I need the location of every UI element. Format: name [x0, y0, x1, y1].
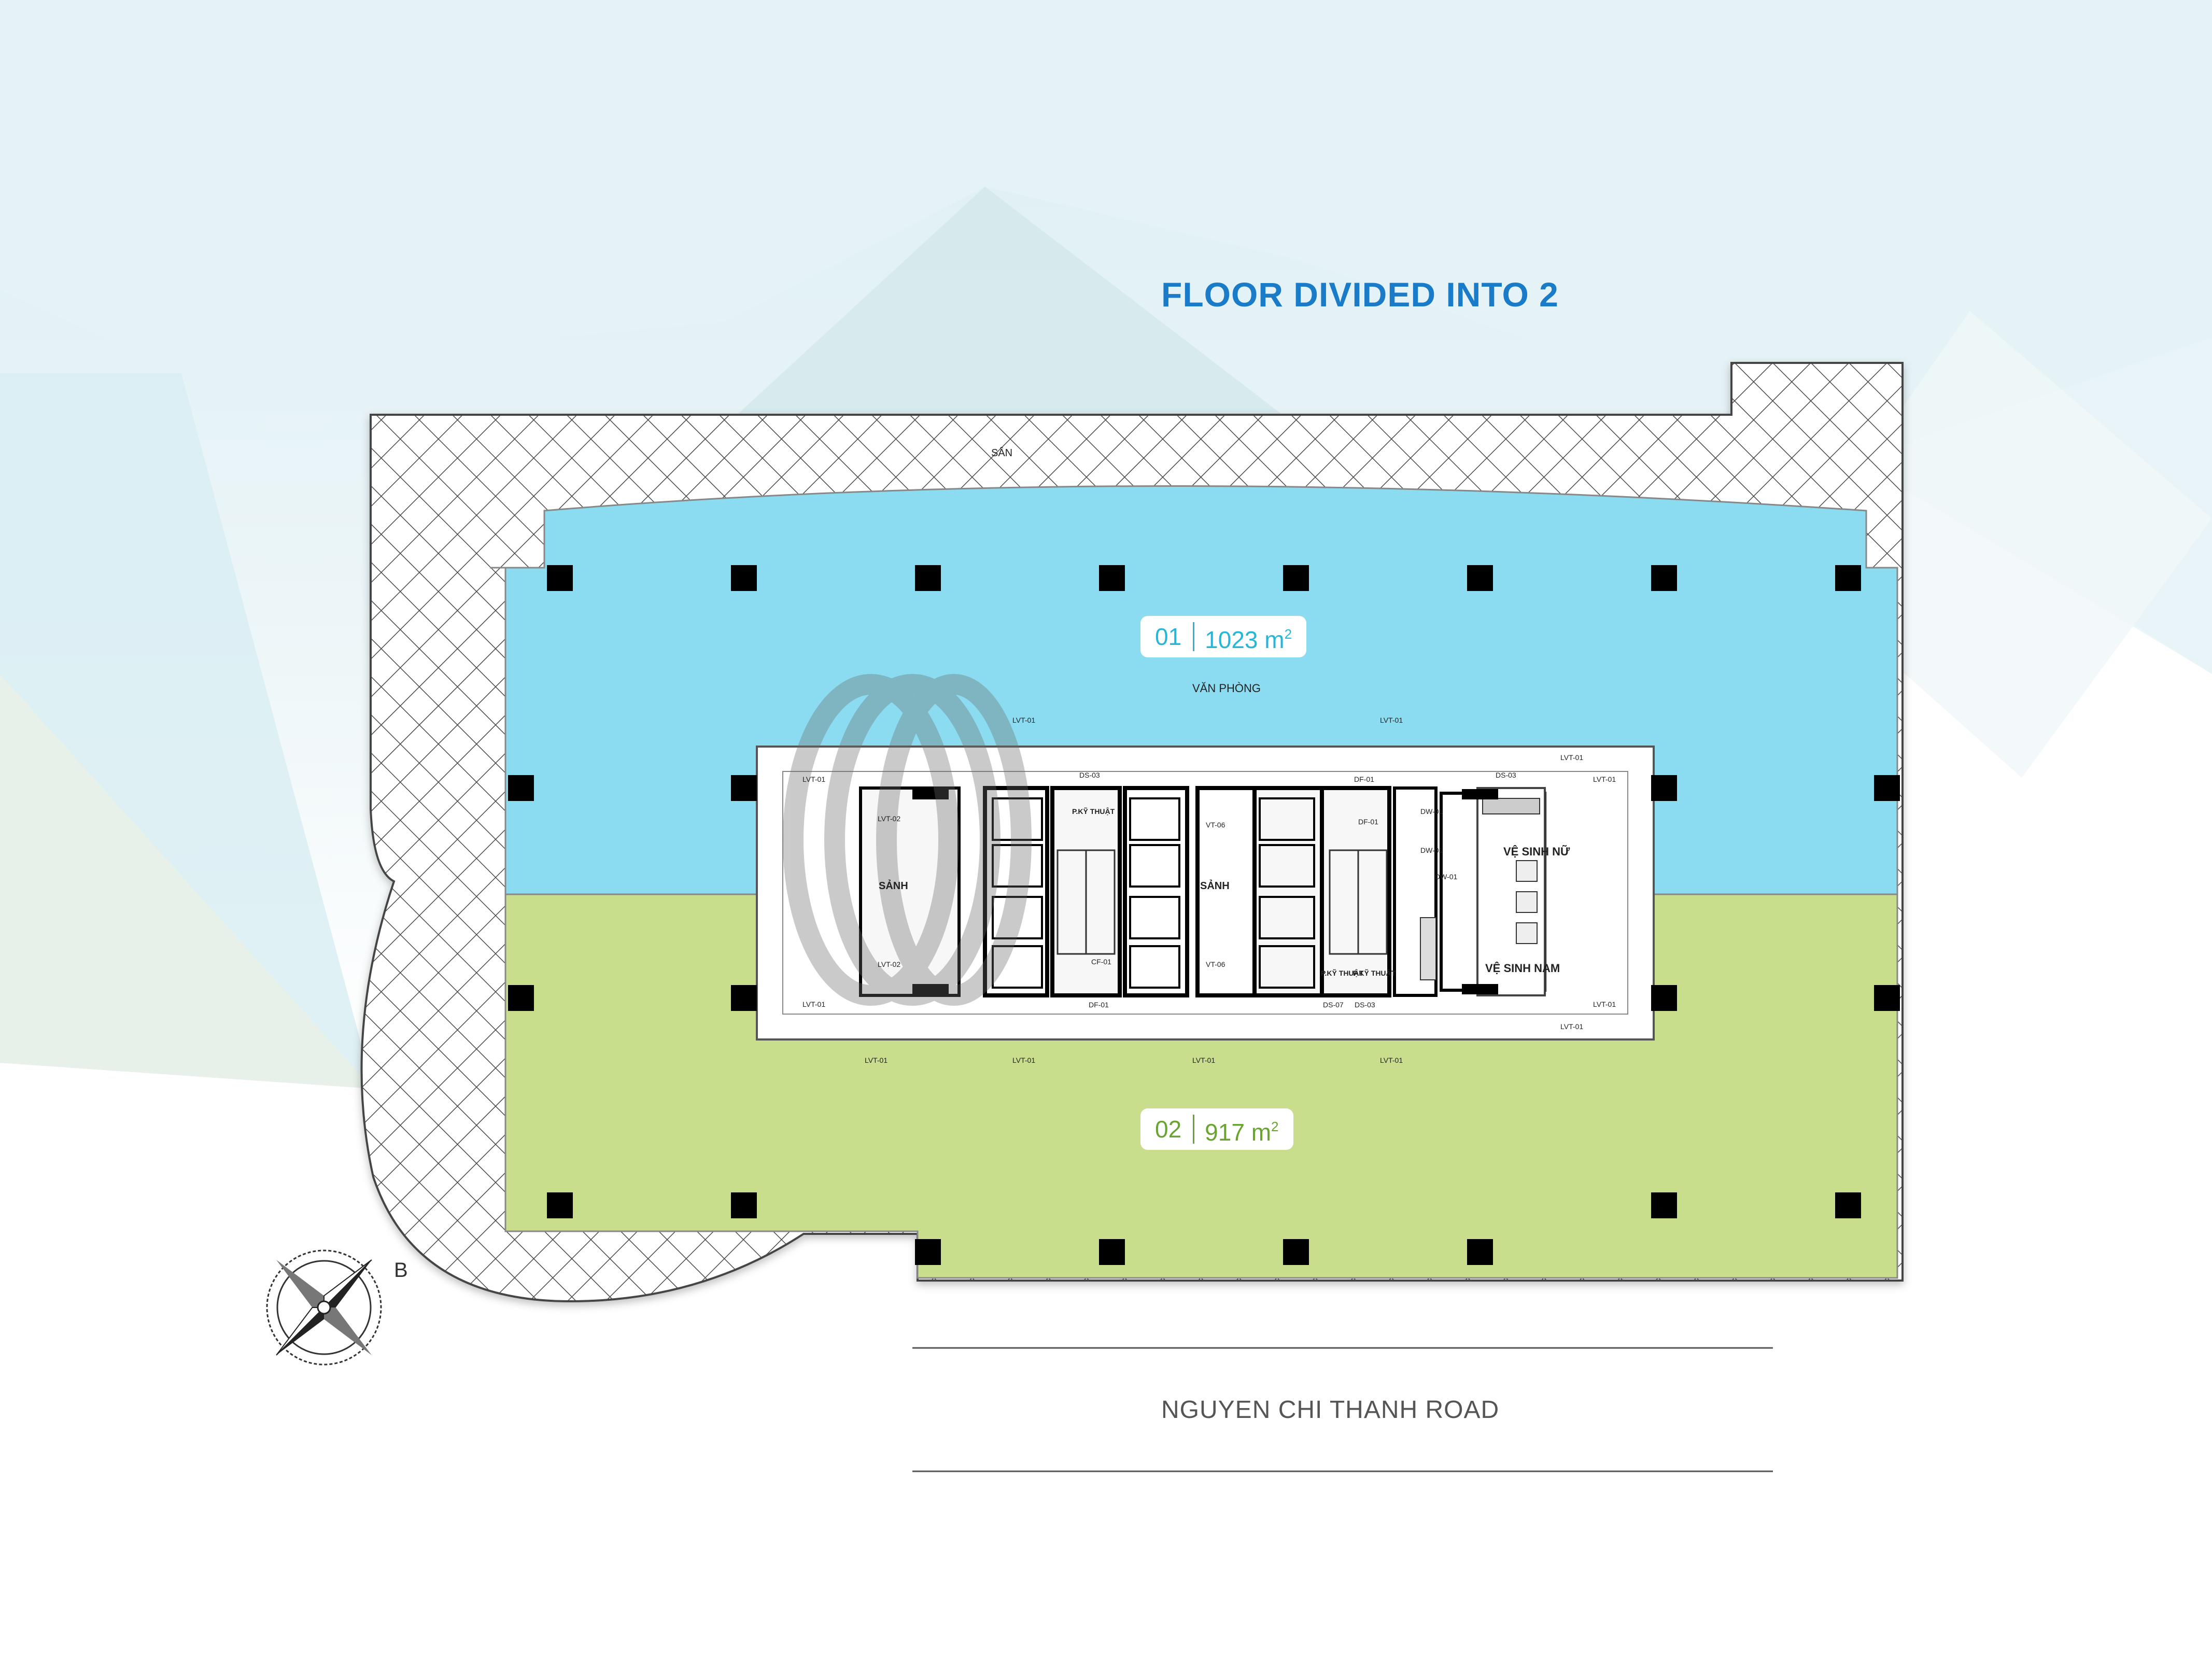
lobby-center-label: SẢNH — [1200, 880, 1230, 892]
door-tag: LVT-01 — [1380, 1056, 1403, 1064]
terrace-label: SÂN — [991, 447, 1012, 459]
door-tag: DF-01 — [1354, 775, 1374, 783]
door-tag: LVT-01 — [1012, 716, 1035, 724]
office-label: VĂN PHÒNG — [1192, 682, 1261, 695]
unit-02-label: 02 917 m2 — [1140, 1108, 1293, 1150]
page-title: FLOOR DIVIDED INTO 2 — [1161, 275, 1559, 314]
door-tag: CF-01 — [1091, 958, 1111, 966]
door-tag: DS-03 — [1079, 771, 1100, 779]
unit-01-label: 01 1023 m2 — [1140, 616, 1307, 657]
door-tag: LVT-01 — [1560, 1022, 1583, 1031]
building-core — [756, 746, 1655, 1041]
door-tag: LVT-01 — [1012, 1056, 1035, 1064]
compass-direction-label: B — [394, 1259, 408, 1282]
unit-02-area-value: 917 m2 — [1205, 1118, 1279, 1146]
door-tag: DF-01 — [1358, 818, 1378, 826]
unit-01-number: 01 — [1140, 622, 1195, 651]
door-tag: DW-01 — [1420, 807, 1443, 816]
door-tag: LVT-01 — [1380, 716, 1403, 724]
road-name: NGUYEN CHI THANH ROAD — [1161, 1396, 1500, 1424]
wc-female-label: VỆ SINH NỮ — [1503, 845, 1570, 858]
door-tag: DS-03 — [1355, 1001, 1375, 1009]
door-tag: LVT-01 — [802, 775, 825, 783]
watermark-logo — [783, 674, 1032, 1006]
door-tag: LVT-01 — [865, 1056, 887, 1064]
tech-room-label: P.KỸ THUẬT — [1353, 968, 1396, 977]
door-tag: VT-06 — [1206, 960, 1225, 968]
door-tag: LVT-01 — [1593, 1000, 1616, 1008]
lobby-left-label: SẢNH — [879, 880, 908, 892]
unit-01-area-value: 1023 m2 — [1205, 626, 1292, 653]
tech-room-label: P.KỸ THUẬT — [1321, 968, 1364, 977]
door-tag: DF-01 — [1089, 1001, 1109, 1009]
door-tag: LVT-01 — [802, 1000, 825, 1008]
door-tag: LVT-01 — [1192, 1056, 1215, 1064]
door-tag: DS-07 — [1323, 1001, 1344, 1009]
door-tag: LVT-02 — [878, 960, 900, 968]
door-tag: LVT-02 — [878, 814, 900, 823]
door-tag: DS-03 — [1496, 771, 1516, 779]
door-tag: LVT-01 — [1593, 775, 1616, 783]
unit-02-number: 02 — [1140, 1115, 1195, 1144]
door-tag: LVT-01 — [1560, 753, 1583, 762]
compass-rose-icon — [266, 1249, 382, 1366]
plan-text: SÂN VĂN PHÒNG SẢNH SẢNH VỆ SINH NỮ VỆ SI… — [802, 447, 1616, 1064]
door-tag: VT-06 — [1206, 821, 1225, 829]
wc-male-label: VỆ SINH NAM — [1485, 962, 1560, 975]
door-tag: DW-01 — [1420, 846, 1443, 854]
structural-columns — [508, 565, 1900, 1265]
door-tag: DW-01 — [1435, 873, 1458, 881]
tech-room-label: P.KỸ THUẬT — [1072, 807, 1115, 816]
